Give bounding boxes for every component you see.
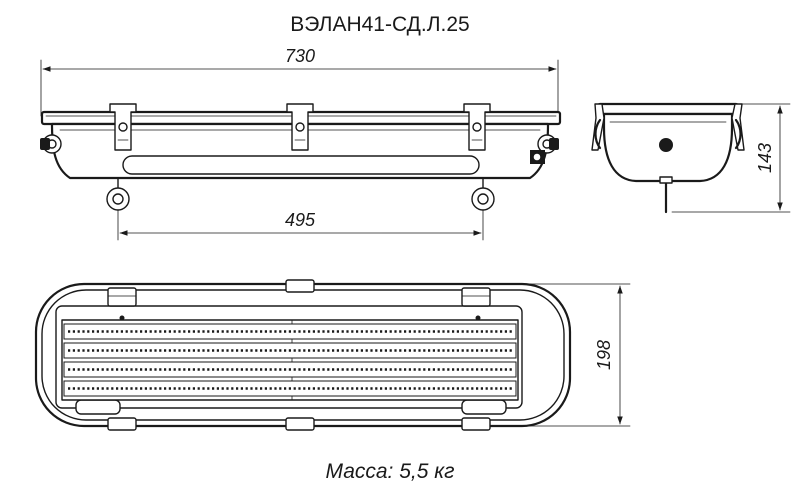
top-clip-bottom-right: [461, 417, 491, 431]
mass-label: Масса: 5,5 кг: [325, 460, 454, 483]
top-hanger-right: [461, 399, 507, 415]
side-latch-right: [731, 103, 745, 151]
front-view: 730: [40, 46, 562, 241]
top-hanger-left: [75, 399, 121, 415]
top-view: 198: [34, 279, 631, 431]
front-latch-right: [530, 134, 559, 164]
top-clip-top-center: [285, 279, 315, 293]
front-latch-left: [40, 134, 62, 154]
dim-label-143: 143: [755, 143, 775, 173]
front-lamp-tube: [122, 155, 480, 175]
top-clip-bottom-center: [285, 417, 315, 431]
side-latch-left: [591, 103, 605, 151]
dim-label-198: 198: [594, 340, 614, 370]
front-clip-right: [463, 103, 491, 151]
top-clip-bottom-left: [107, 417, 137, 431]
front-hanger-left: [106, 177, 130, 211]
top-clip-top-left: [107, 287, 137, 307]
front-hanger-right: [471, 177, 495, 211]
side-view: 143: [591, 102, 791, 214]
front-clip-center: [286, 103, 314, 151]
dim-label-495: 495: [285, 210, 316, 230]
top-clip-top-right: [461, 287, 491, 307]
dim-label-730: 730: [285, 46, 315, 66]
front-clip-left: [109, 103, 137, 151]
led-strips: [63, 323, 517, 397]
side-gland: [659, 138, 673, 152]
drawing-title: ВЭЛАН41-СД.Л.25: [290, 13, 469, 36]
